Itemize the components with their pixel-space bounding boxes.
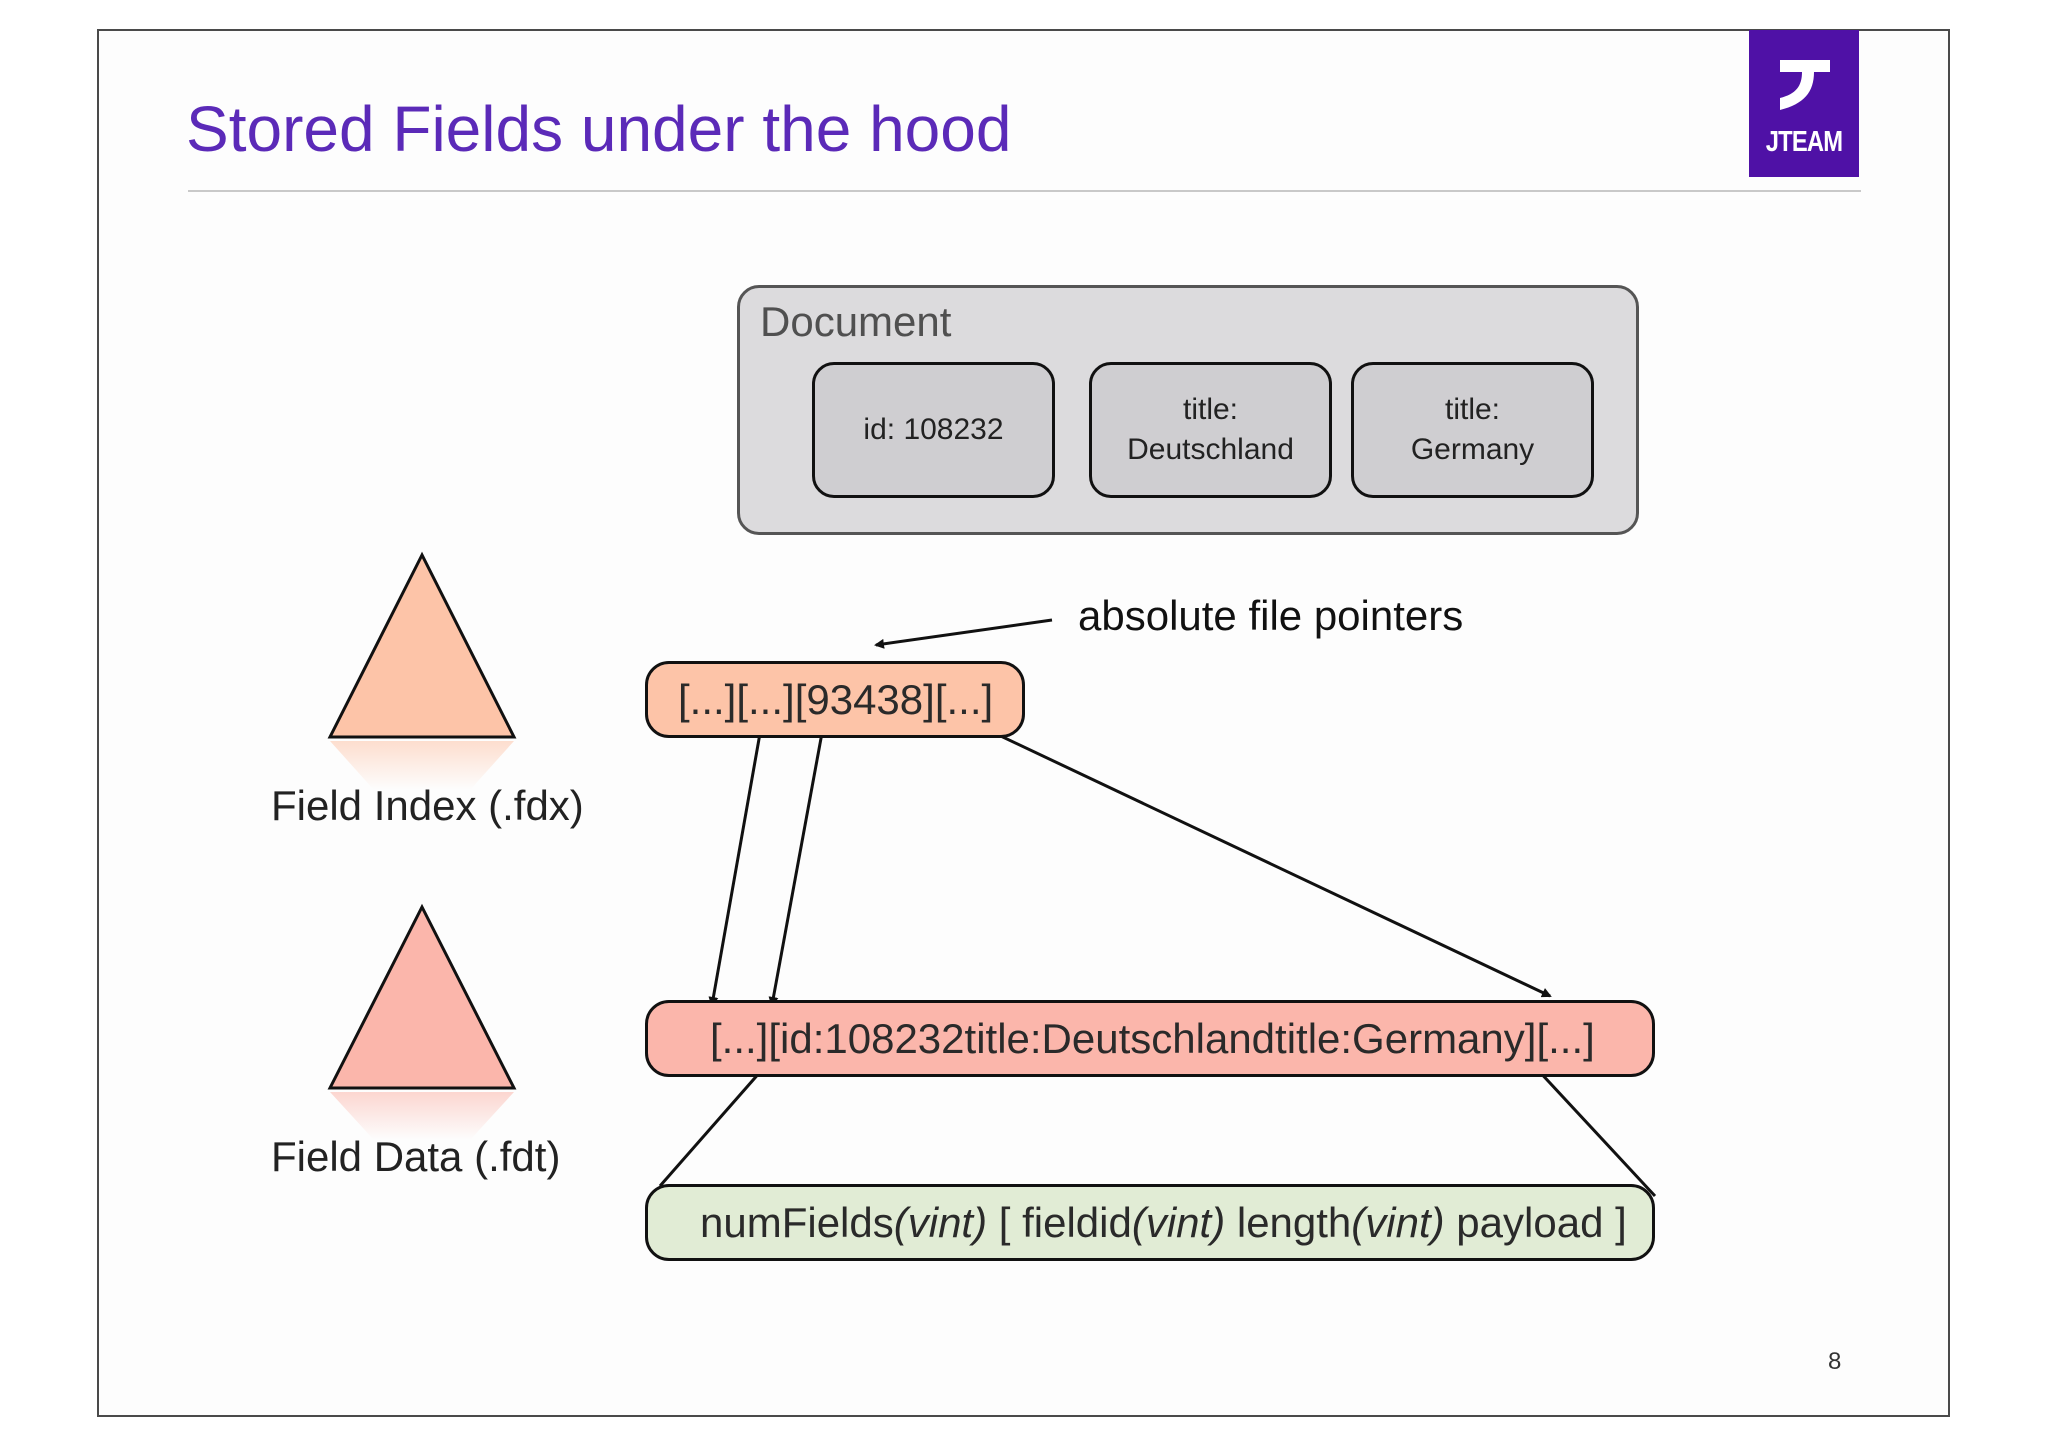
field-title-de-line1: title: <box>1182 393 1239 426</box>
page-number: 8 <box>1828 1348 1842 1375</box>
logo-mark-icon <box>1780 60 1830 110</box>
title-divider <box>188 190 1861 192</box>
arrow-entry-1 <box>708 721 764 1007</box>
field-title-en-box: title: Germany <box>1351 362 1594 498</box>
expand-line-right <box>1522 1053 1657 1198</box>
field-title-en-line1: title: <box>1444 393 1501 426</box>
format-part: payload ] <box>1444 1199 1627 1246</box>
arrow-entry-2 <box>768 721 826 1007</box>
format-part-type: (vint) <box>1131 1199 1226 1246</box>
field-index-triangle-icon <box>327 551 517 739</box>
field-title-de-box: title: Deutschland <box>1089 362 1332 498</box>
field-index-reflection <box>330 741 514 790</box>
field-id-line1: id: 108232 <box>863 413 1004 446</box>
logo-text: JTEAM <box>1765 126 1843 158</box>
field-index-box: [...][...][93438][...] <box>645 661 1025 738</box>
document-box: Document id: 108232 title: Deutschland t… <box>737 285 1639 535</box>
slide-title: Stored Fields under the hood <box>186 93 1012 165</box>
format-part-type: (vint) <box>893 1199 988 1246</box>
field-data-box: [...][id:108232title:Deutschlandtitle:Ge… <box>645 1000 1655 1077</box>
pointer-arrow <box>874 618 1053 649</box>
format-part: length <box>1225 1199 1352 1246</box>
arrow-entry-3 <box>987 728 1552 998</box>
format-part: numFields <box>700 1199 894 1246</box>
field-title-de-line2: Deutschland <box>1127 433 1294 466</box>
format-part: [ fieldid <box>987 1199 1132 1246</box>
field-data-reflection <box>330 1092 514 1140</box>
format-part-type: (vint) <box>1351 1199 1445 1246</box>
pointer-label: absolute file pointers <box>1078 592 1464 639</box>
field-id-box: id: 108232 <box>812 362 1055 498</box>
record-format-box: numFields(vint) [ fieldid(vint) length(v… <box>645 1184 1655 1261</box>
field-title-en-line2: Germany <box>1410 433 1535 466</box>
field-index-caption: Field Index (.fdx) <box>271 782 584 829</box>
field-data-caption: Field Data (.fdt) <box>271 1133 561 1180</box>
document-label: Document <box>760 298 952 345</box>
jteam-logo: JTEAM <box>1749 30 1859 177</box>
field-data-triangle-icon <box>327 903 517 1090</box>
